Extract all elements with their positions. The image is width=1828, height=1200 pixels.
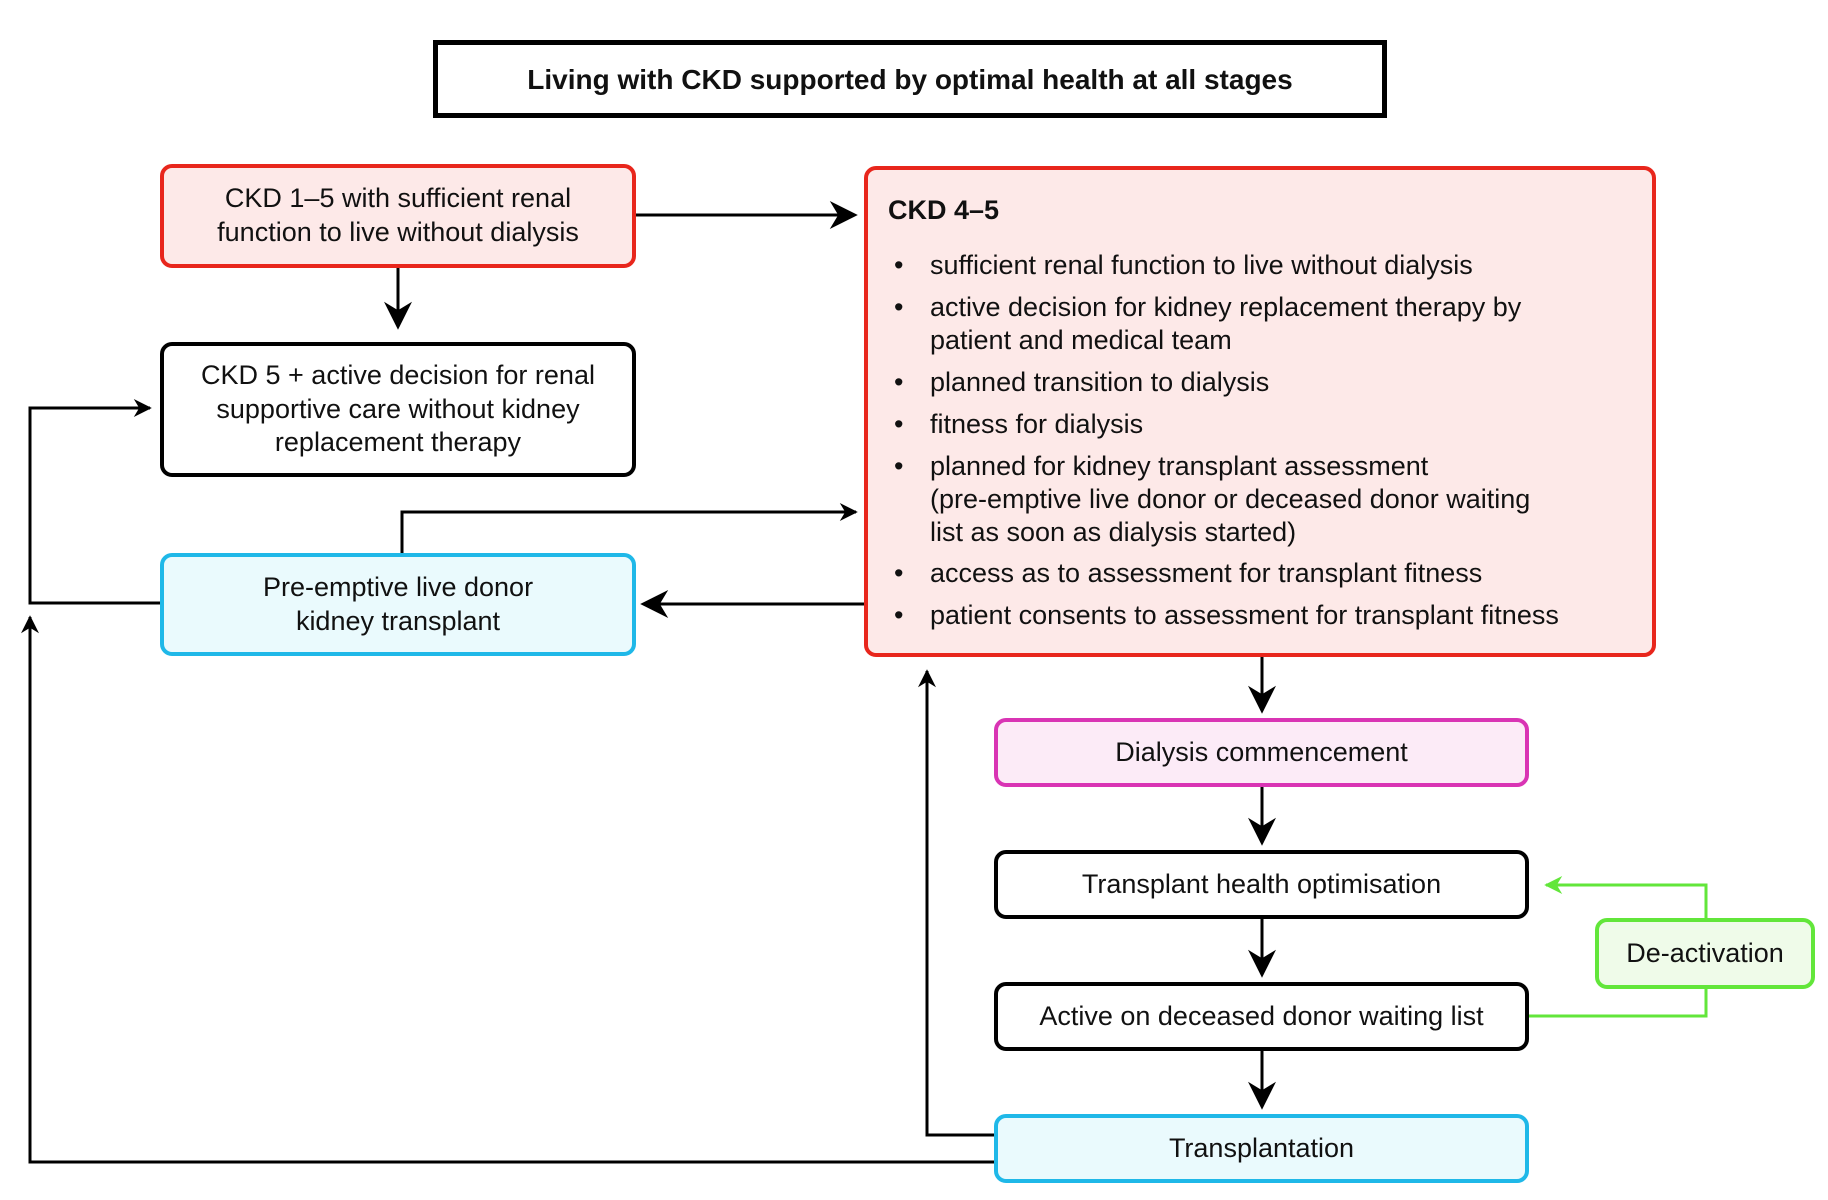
bullet: • [894,558,904,589]
arrow-preemptive-to-ckd45 [400,503,858,553]
line-waitinglist-to-deactivation [1529,989,1708,1018]
ckd45-item-text: active decision for kidney replacement t… [930,291,1522,355]
preemptive-box: Pre-emptive live donor kidney transplant [160,553,636,656]
arrow-transplantation-to-ckd45 [918,669,994,1137]
bullet: • [894,600,904,631]
dialysis-text: Dialysis commencement [1115,736,1408,767]
ckd45-item-text: access as to assessment for transplant f… [930,558,1483,589]
ckd45-item: • planned for kidney transplant assessmen… [888,450,1632,549]
ckd45-item-text: fitness for dialysis [930,408,1144,439]
ckd45-item: • access as to assessment for transplant … [888,557,1632,590]
bullet: • [894,249,904,280]
diagram-title-text: Living with CKD supported by optimal hea… [527,63,1293,95]
optimisation-box: Transplant health optimisation [994,850,1529,919]
ckd45-item: • planned transition to dialysis [888,366,1632,399]
ckd45-item: • fitness for dialysis [888,408,1632,441]
ckd5-supportive-box: CKD 5 + active decision for renal suppor… [160,342,636,477]
ckd45-criteria-list: • sufficient renal function to live witho… [888,249,1632,632]
transplantation-text: Transplantation [1168,1132,1355,1163]
bullet: • [894,291,904,322]
ckd45-item: • patient consents to assessment for tran… [888,599,1632,632]
bullet: • [894,450,904,481]
ckd15-text: CKD 1–5 with sufficient renal function t… [217,183,579,247]
ckd15-box: CKD 1–5 with sufficient renal function t… [160,164,636,268]
deactivation-text: De-activation [1626,937,1784,968]
arrow-preemptive-to-supportive [28,399,160,605]
arrow-transplantation-to-left-loop [21,615,994,1164]
ckd45-item: • active decision for kidney replacement … [888,291,1632,357]
arrow-deactivation-to-optimisation [1544,876,1708,918]
deactivation-box: De-activation [1595,918,1815,989]
ckd45-title: CKD 4–5 [888,195,1000,225]
ckd45-item-text: sufficient renal function to live withou… [930,249,1473,280]
ckd5-supportive-text: CKD 5 + active decision for renal suppor… [201,359,595,458]
ckd45-item: • sufficient renal function to live witho… [888,249,1632,282]
preemptive-text: Pre-emptive live donor kidney transplant [262,571,534,636]
optimisation-text: Transplant health optimisation [1081,868,1442,899]
ckd45-item-text: patient consents to assessment for trans… [930,600,1559,631]
ckd45-item-text: planned transition to dialysis [930,366,1270,397]
dialysis-box: Dialysis commencement [994,718,1529,787]
ckd45-box: CKD 4–5 • sufficient renal function to li… [864,166,1656,657]
bullet: • [894,408,904,439]
transplantation-box: Transplantation [994,1114,1529,1183]
waiting-list-text: Active on deceased donor waiting list [1039,1000,1484,1031]
bullet: • [894,366,904,397]
diagram-title: Living with CKD supported by optimal hea… [433,40,1387,118]
ckd45-item-text: planned for kidney transplant assessment… [930,450,1531,547]
waiting-list-box: Active on deceased donor waiting list [994,982,1529,1051]
